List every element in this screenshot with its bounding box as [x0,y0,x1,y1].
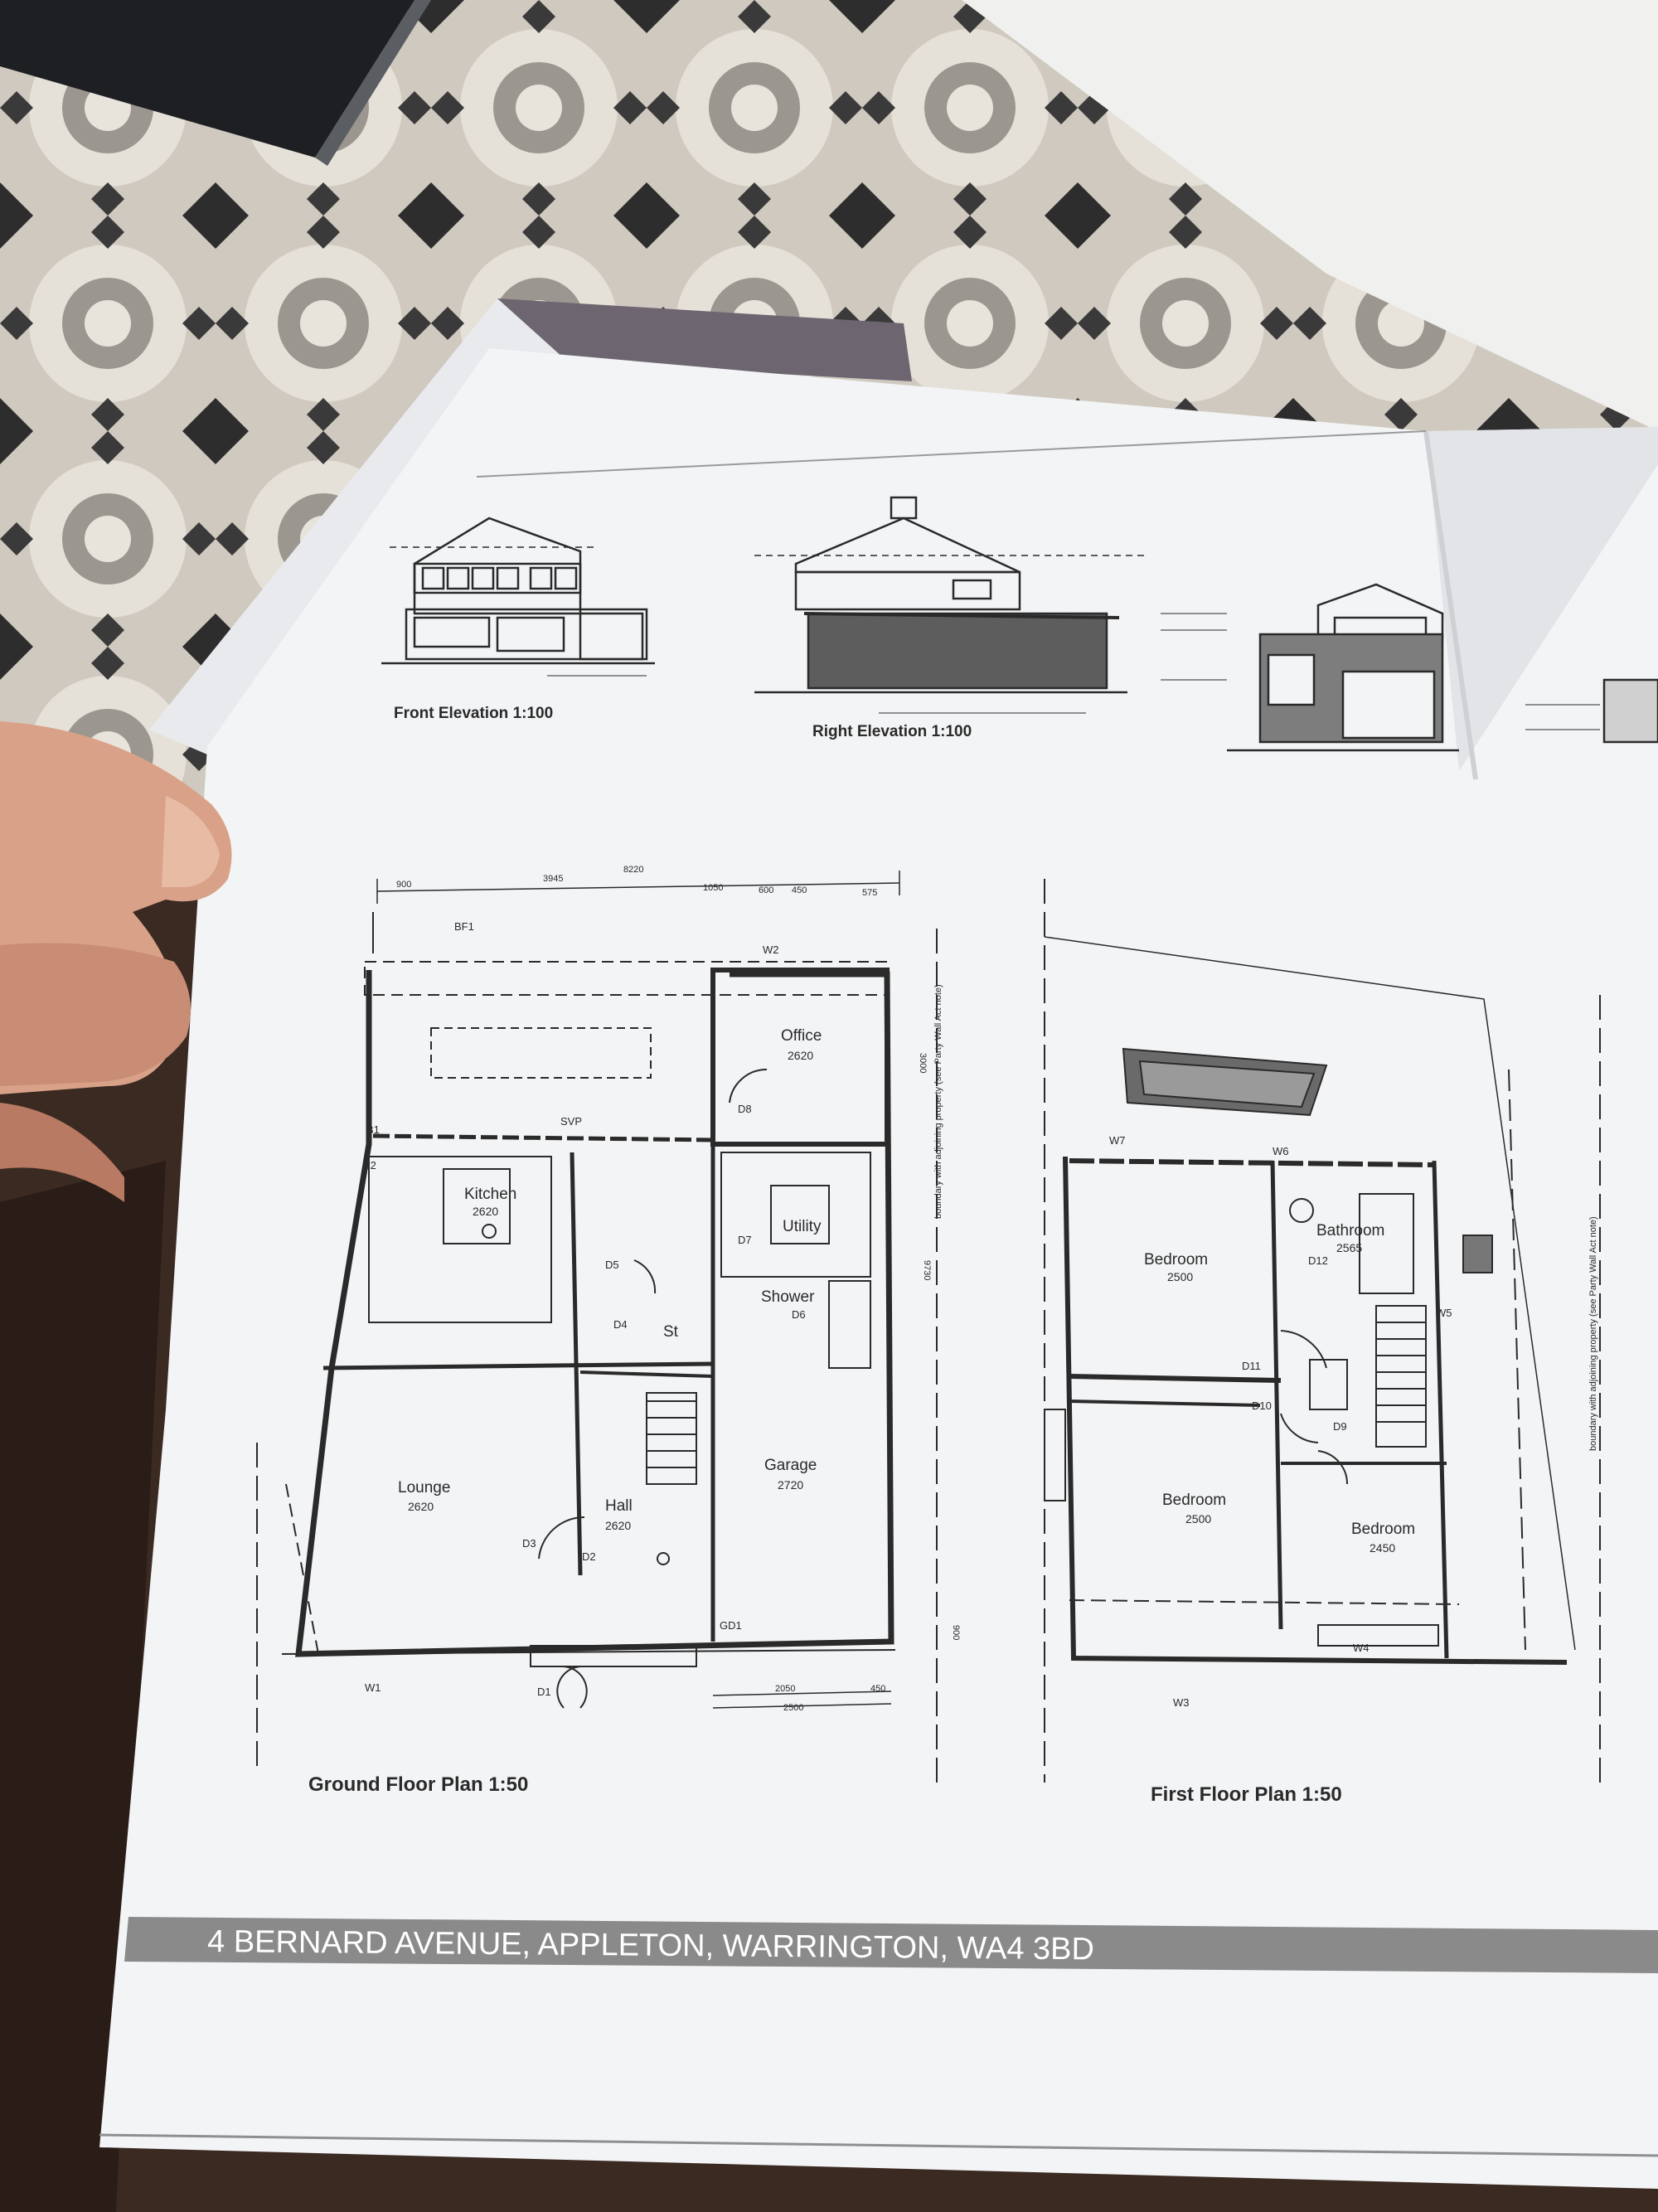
white-surface [962,0,1658,431]
svg-text:D5: D5 [605,1259,619,1271]
svg-text:D9: D9 [1333,1420,1347,1433]
room-lounge: Lounge [398,1479,450,1496]
svg-text:2050: 2050 [775,1684,795,1694]
ground-boundary-note: boundary with adjoining property (see Pa… [933,984,943,1219]
svg-text:D10: D10 [1252,1399,1272,1412]
front-elevation-title: Front Elevation 1:100 [394,705,553,722]
room-hall: Hall [605,1497,633,1515]
room-bathroom: Bathroom [1316,1222,1384,1239]
first-floor-plan-drawing [1044,879,1601,1783]
front-elevation-drawing [381,517,655,677]
room-office-height: 2620 [788,1049,813,1062]
svg-text:D11: D11 [1242,1360,1261,1372]
svg-text:2500: 2500 [783,1703,803,1713]
svg-text:D4: D4 [613,1318,628,1331]
room-bedroom-1: Bedroom [1144,1251,1208,1269]
svg-text:W3: W3 [1173,1696,1190,1709]
room-bathroom-height: 2565 [1336,1241,1362,1254]
svg-text:W7: W7 [1109,1134,1126,1147]
sheet-fold-shadow [1426,427,1658,771]
svg-text:575: 575 [862,888,877,898]
svg-text:W6: W6 [1273,1145,1289,1157]
sheet-bottom-border [99,2133,1658,2157]
svg-text:W2: W2 [763,943,779,956]
address-band [124,1917,1658,1973]
hand [0,721,232,1202]
ground-floor-plan-drawing [256,871,938,1783]
svg-text:450: 450 [870,1684,885,1694]
svg-text:1050: 1050 [703,883,723,893]
room-shower: Shower [761,1288,815,1306]
room-garage-height: 2720 [778,1478,803,1492]
room-bedroom-3-height: 2450 [1370,1541,1395,1555]
svg-text:D8: D8 [738,1103,752,1115]
svg-text:D12: D12 [1308,1254,1328,1267]
svg-text:900: 900 [396,880,411,890]
svg-text:W5: W5 [1436,1307,1452,1319]
svg-text:D1: D1 [537,1686,551,1698]
ground-room-labels: Office 2620 Kitchen 2620 Utility Shower … [398,1027,822,1532]
room-lounge-height: 2620 [408,1500,434,1513]
plan-sheet [99,348,1658,2189]
ground-floor-plan-title: Ground Floor Plan 1:50 [308,1773,528,1796]
svg-text:W4: W4 [1353,1642,1370,1654]
address-text: 4 BERNARD AVENUE, APPLETON, WARRINGTON, … [207,1924,1094,1967]
first-floor-plan-title: First Floor Plan 1:50 [1151,1783,1342,1806]
dimension-labels: 8220 3945 900 1050 600 450 575 3000 9730… [396,865,961,1713]
sheet-border [476,430,1427,478]
svg-text:450: 450 [792,885,807,895]
room-st: St [663,1323,679,1341]
room-kitchen-height: 2620 [473,1205,498,1218]
right-elevation-drawing [754,496,1144,714]
svg-text:GD1: GD1 [720,1619,742,1632]
svg-text:D7: D7 [738,1234,752,1246]
ground-tags: BF1 W2 D8 D7 D6 D5 D4 D3 D2 D1 GD1 W1 B1… [363,920,806,1698]
svg-text:3945: 3945 [543,874,563,884]
svg-text:B2: B2 [363,1159,376,1171]
svg-text:D3: D3 [522,1537,536,1550]
svg-text:8220: 8220 [623,865,643,875]
svg-text:D6: D6 [792,1308,806,1321]
laptop-corner [0,0,414,158]
svg-text:SVP: SVP [560,1115,582,1128]
room-bedroom-1-height: 2500 [1167,1270,1193,1283]
svg-text:900: 900 [951,1625,961,1640]
svg-text:600: 600 [759,885,773,895]
room-bedroom-2: Bedroom [1162,1492,1226,1509]
laptop-edge [315,0,431,166]
room-bedroom-3: Bedroom [1351,1521,1415,1538]
room-kitchen: Kitchen [464,1186,516,1203]
room-bedroom-2-height: 2500 [1185,1512,1211,1526]
svg-text:B1: B1 [366,1123,380,1136]
svg-text:3000: 3000 [918,1053,928,1073]
room-hall-height: 2620 [605,1519,631,1532]
first-tags: W7 W6 D12 D11 D10 D9 W5 W4 W3 [1109,1134,1452,1709]
first-boundary-note: boundary with adjoining property (see Pa… [1588,1216,1598,1451]
svg-text:D2: D2 [582,1550,596,1563]
room-garage: Garage [764,1457,817,1474]
rear-elevation-drawing [1161,583,1658,752]
right-elevation-title: Right Elevation 1:100 [812,723,972,740]
svg-text:BF1: BF1 [454,920,474,933]
first-room-labels: Bedroom 2500 Bathroom 2565 Bedroom 2500 … [1144,1222,1415,1555]
room-office: Office [781,1027,822,1045]
room-utility: Utility [783,1218,822,1235]
svg-text:9730: 9730 [922,1260,932,1280]
svg-text:W1: W1 [365,1681,381,1694]
